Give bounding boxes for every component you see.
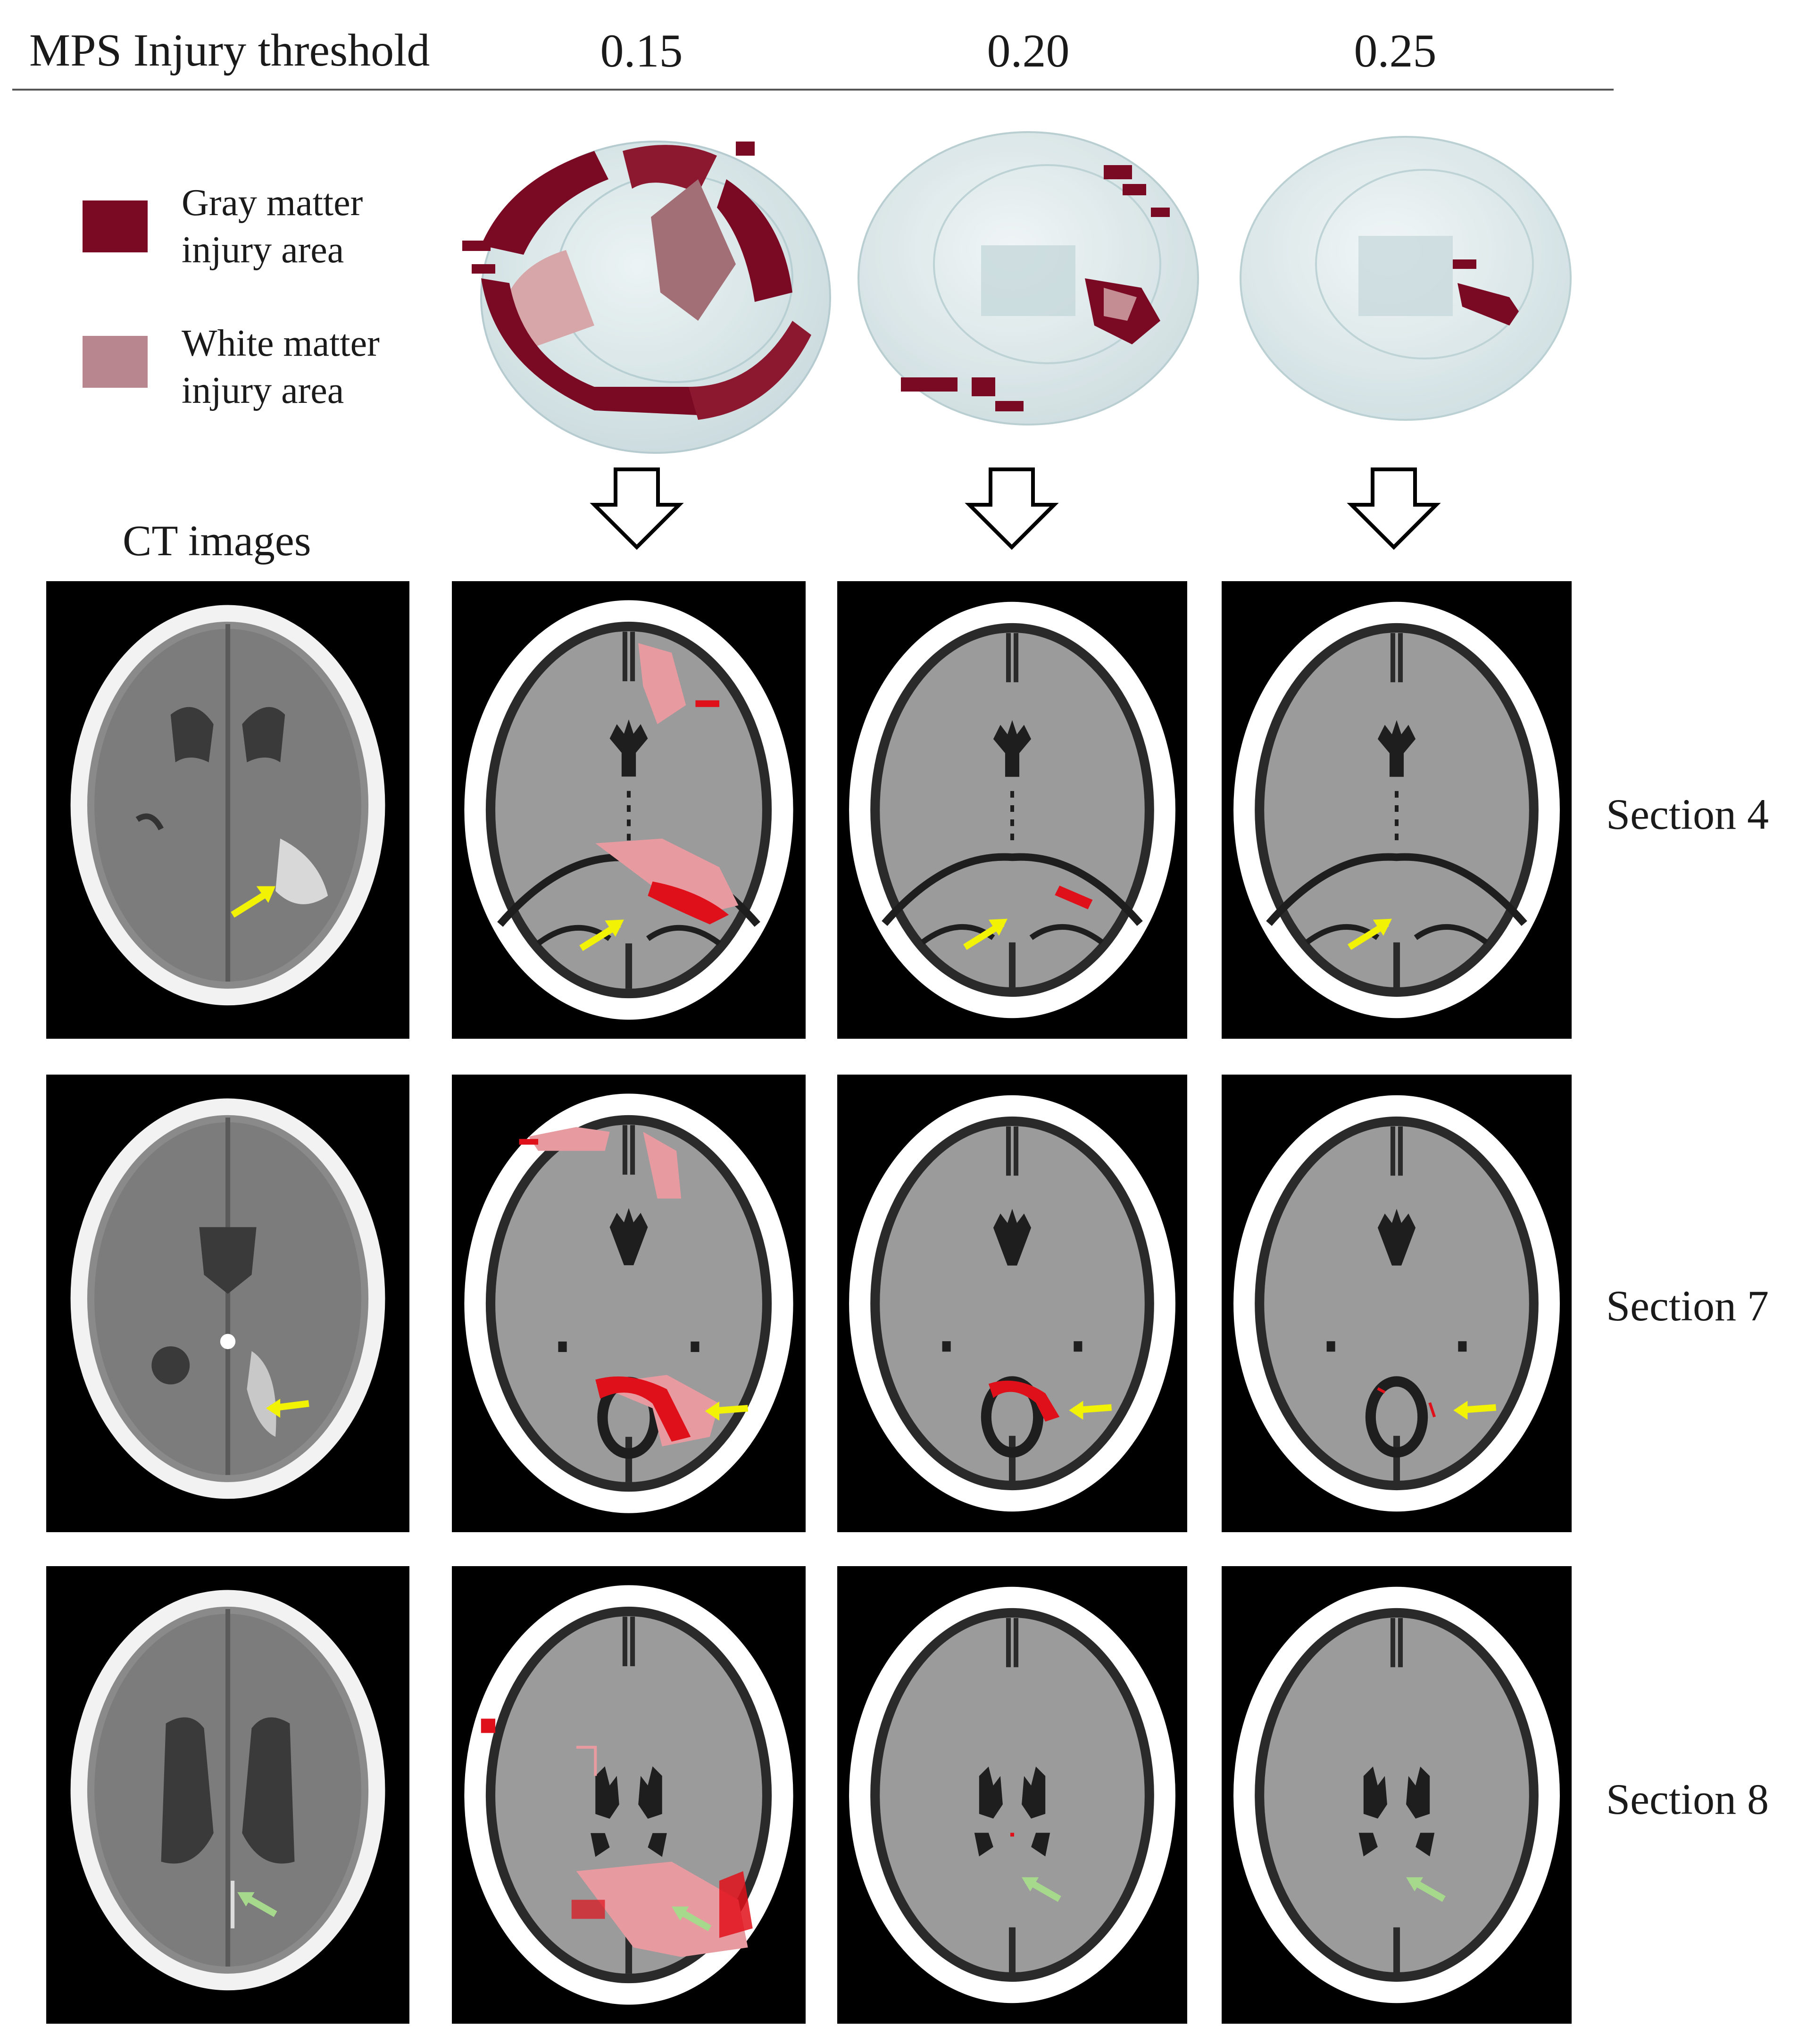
brain-3d-render-020 (858, 131, 1199, 425)
model-slice-section-4-020 (837, 581, 1187, 1039)
down-arrow-icon (590, 467, 684, 550)
section-label-8: Section 8 (1606, 1775, 1769, 1823)
model-slice-section-7-025 (1222, 1075, 1572, 1532)
model-slice-section-8-020 (837, 1566, 1187, 2024)
brain-3d-render-015 (462, 141, 831, 454)
white-matter-swatch (83, 336, 148, 388)
ct-image-section-7 (46, 1075, 409, 1532)
header-divider (12, 89, 1614, 91)
ct-images-title: CT images (123, 517, 311, 565)
model-slice-section-4-015 (452, 581, 806, 1039)
gray-matter-swatch (83, 200, 148, 252)
ct-image-section-8 (46, 1566, 409, 2024)
model-slice-section-7-015 (452, 1075, 806, 1532)
down-arrow-icon (965, 467, 1059, 550)
model-slice-section-4-025 (1222, 581, 1572, 1039)
model-slice-section-7-020 (837, 1075, 1187, 1532)
brain-3d-render-025 (1240, 136, 1572, 421)
section-label-4: Section 4 (1606, 790, 1769, 838)
threshold-020: 0.20 (987, 25, 1070, 77)
threshold-015: 0.15 (600, 25, 683, 77)
gray-matter-label: Gray matter injury area (182, 182, 363, 271)
white-matter-label: White matter injury area (182, 323, 380, 411)
down-arrow-icon (1347, 467, 1441, 550)
model-slice-section-8-015 (452, 1566, 806, 2024)
threshold-label: MPS Injury threshold (29, 25, 430, 76)
threshold-025: 0.25 (1354, 25, 1437, 77)
model-slice-section-8-025 (1222, 1566, 1572, 2024)
section-label-7: Section 7 (1606, 1282, 1769, 1330)
ct-image-section-4 (46, 581, 409, 1039)
